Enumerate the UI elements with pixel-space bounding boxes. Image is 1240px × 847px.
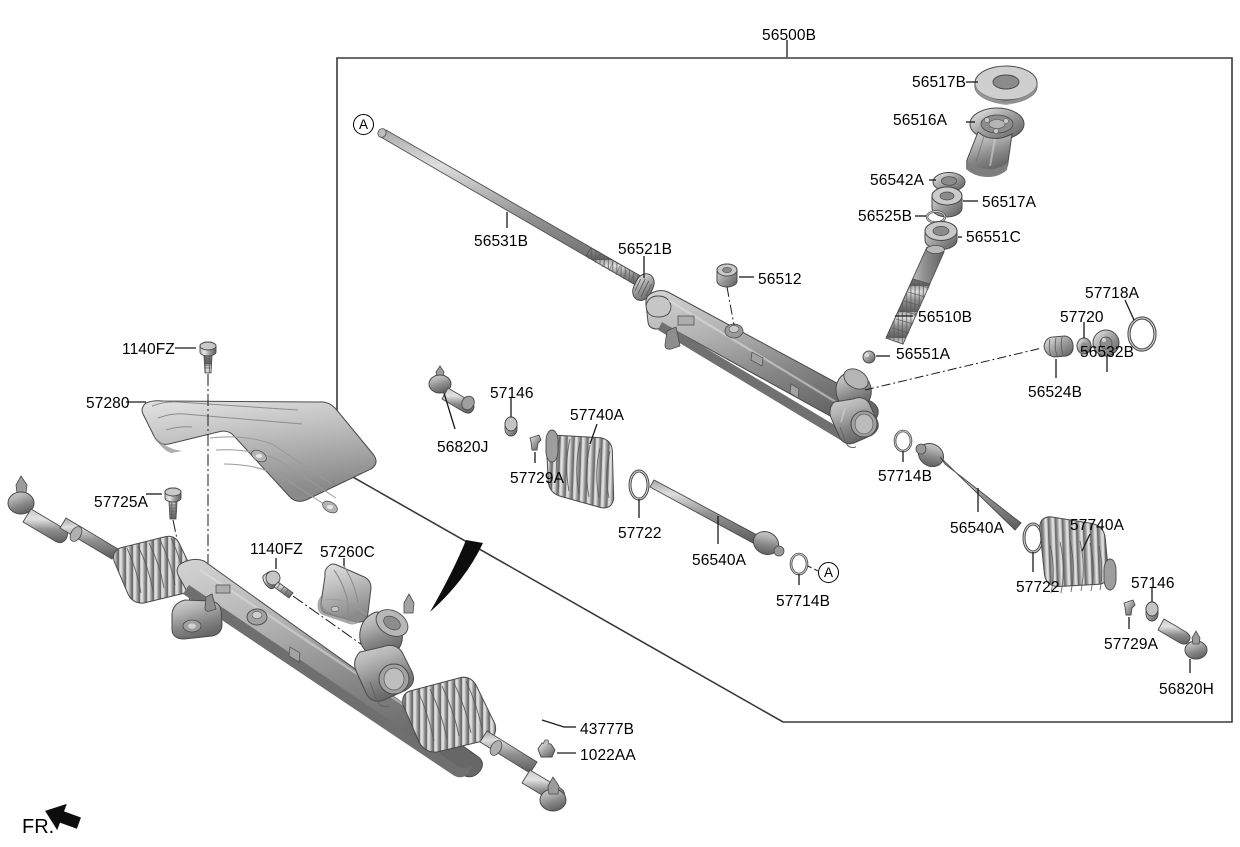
part-number-label: 56512 <box>758 271 802 288</box>
part-56512-bushing <box>716 263 738 288</box>
part-number-label: 56532B <box>1080 344 1135 361</box>
part-56517A-bearing <box>931 186 963 218</box>
part-number-label: 56540A <box>950 520 1005 537</box>
part-number-label: 57740A <box>570 407 625 424</box>
part-57729A-clamp-right <box>1123 599 1136 616</box>
part-57722-oring-left <box>628 469 650 501</box>
leader-57740A-right <box>1081 533 1091 552</box>
part-number-label: 57714B <box>776 593 831 610</box>
part-number-label: 57722 <box>1016 579 1060 596</box>
part-number-label: 57720 <box>1060 309 1104 326</box>
part-57714B-washer-left <box>789 552 809 576</box>
part-number-label: 57718A <box>1085 285 1140 302</box>
part-56521B-clamp <box>632 273 655 301</box>
part-56510B-pinion-shaft <box>885 245 945 345</box>
part-56540A-inner-rod-left <box>649 479 785 557</box>
part-number-label: 1022AA <box>580 747 636 764</box>
part-number-label: 56542A <box>870 172 925 189</box>
leader-56820J <box>443 392 456 430</box>
part-56524B-bellows <box>1043 335 1074 358</box>
front-arrow-icon <box>45 803 81 831</box>
part-number-label: 56517A <box>982 194 1037 211</box>
part-number-label: 56524B <box>1028 384 1083 401</box>
leader-57718A <box>1124 299 1135 321</box>
part-number-label: 56510B <box>918 309 973 326</box>
part-56540A-inner-rod-right <box>915 442 1022 531</box>
leader-57740A-left <box>589 423 598 445</box>
part-57260C-bracket <box>317 563 372 625</box>
part-56516A-housing <box>966 107 1025 177</box>
part-56517B-bearing <box>974 65 1038 105</box>
part-number-label: 1140FZ <box>250 541 303 558</box>
part-number-label: 57722 <box>618 525 662 542</box>
part-steering-gear-housing-upper <box>645 290 879 448</box>
part-number-label: 57729A <box>510 470 565 487</box>
part-number-label: 56820H <box>1159 681 1214 698</box>
part-57714B-washer-right <box>893 429 913 453</box>
part-57718A-oring <box>1127 316 1157 352</box>
part-number-label: 56521B <box>618 241 673 258</box>
part-number-label: 43777B <box>580 721 635 738</box>
part-57725A-bolt <box>164 487 182 520</box>
refline-A-mid <box>807 565 821 573</box>
part-number-label: 57729A <box>1104 636 1159 653</box>
part-56542A-seal <box>932 172 966 192</box>
part-56820J-tie-rod-end <box>428 365 475 414</box>
axis-56512 <box>726 286 735 326</box>
axis-pinion-cluster <box>864 347 1043 391</box>
part-1140FZ-bolt-top <box>199 341 217 374</box>
part-number-label: 57714B <box>878 468 933 485</box>
part-number-label: 56551A <box>896 346 951 363</box>
assembled-steering-gear <box>7 475 567 812</box>
part-56551C-bearing <box>924 221 958 250</box>
part-57740A-boot-right <box>1039 516 1117 594</box>
fr-orientation-label: FR. <box>22 816 55 838</box>
part-number-label: 56525B <box>858 208 913 225</box>
part-number-label: 56516A <box>893 112 948 129</box>
part-1022AA-nut <box>537 739 556 758</box>
assembly-boundary-frame <box>336 57 1233 723</box>
part-number-label: 57260C <box>320 544 375 561</box>
part-number-label: 56820J <box>437 439 489 456</box>
part-number-label: 57280 <box>86 395 130 412</box>
part-number-label: 57146 <box>490 385 534 402</box>
part-1140FZ-bolt-bottom <box>262 570 294 599</box>
part-56820H-tie-rod-end <box>1157 618 1208 660</box>
part-number-label: 56551C <box>966 229 1021 246</box>
part-number-label: 57740A <box>1070 517 1125 534</box>
part-56531B-shaft <box>377 128 652 292</box>
part-number-label: 56517B <box>912 74 967 91</box>
part-57729A-clamp-left <box>529 434 542 451</box>
part-57146-clip-right <box>1145 601 1159 622</box>
part-number-label: 56500B <box>762 27 817 44</box>
curved-pointer-arrow <box>430 540 483 612</box>
reference-mark-a-top: A <box>353 114 374 135</box>
part-number-label: 1140FZ <box>122 341 175 358</box>
part-number-label: 56531B <box>474 233 529 250</box>
part-57280-heat-shield <box>141 400 377 514</box>
part-number-label: 56540A <box>692 552 747 569</box>
part-57146-clip-left <box>504 416 518 437</box>
axis-1140FZ-bottom <box>292 595 366 648</box>
part-57740A-boot-left <box>545 429 615 509</box>
reference-mark-a-mid: A <box>818 562 839 583</box>
part-number-label: 57146 <box>1131 575 1175 592</box>
leader-43777B <box>541 719 576 728</box>
part-56551A-plug <box>862 350 876 364</box>
part-57720-spring <box>1076 337 1092 355</box>
part-56532B-plug <box>1092 329 1120 357</box>
part-number-label: 57725A <box>94 494 149 511</box>
